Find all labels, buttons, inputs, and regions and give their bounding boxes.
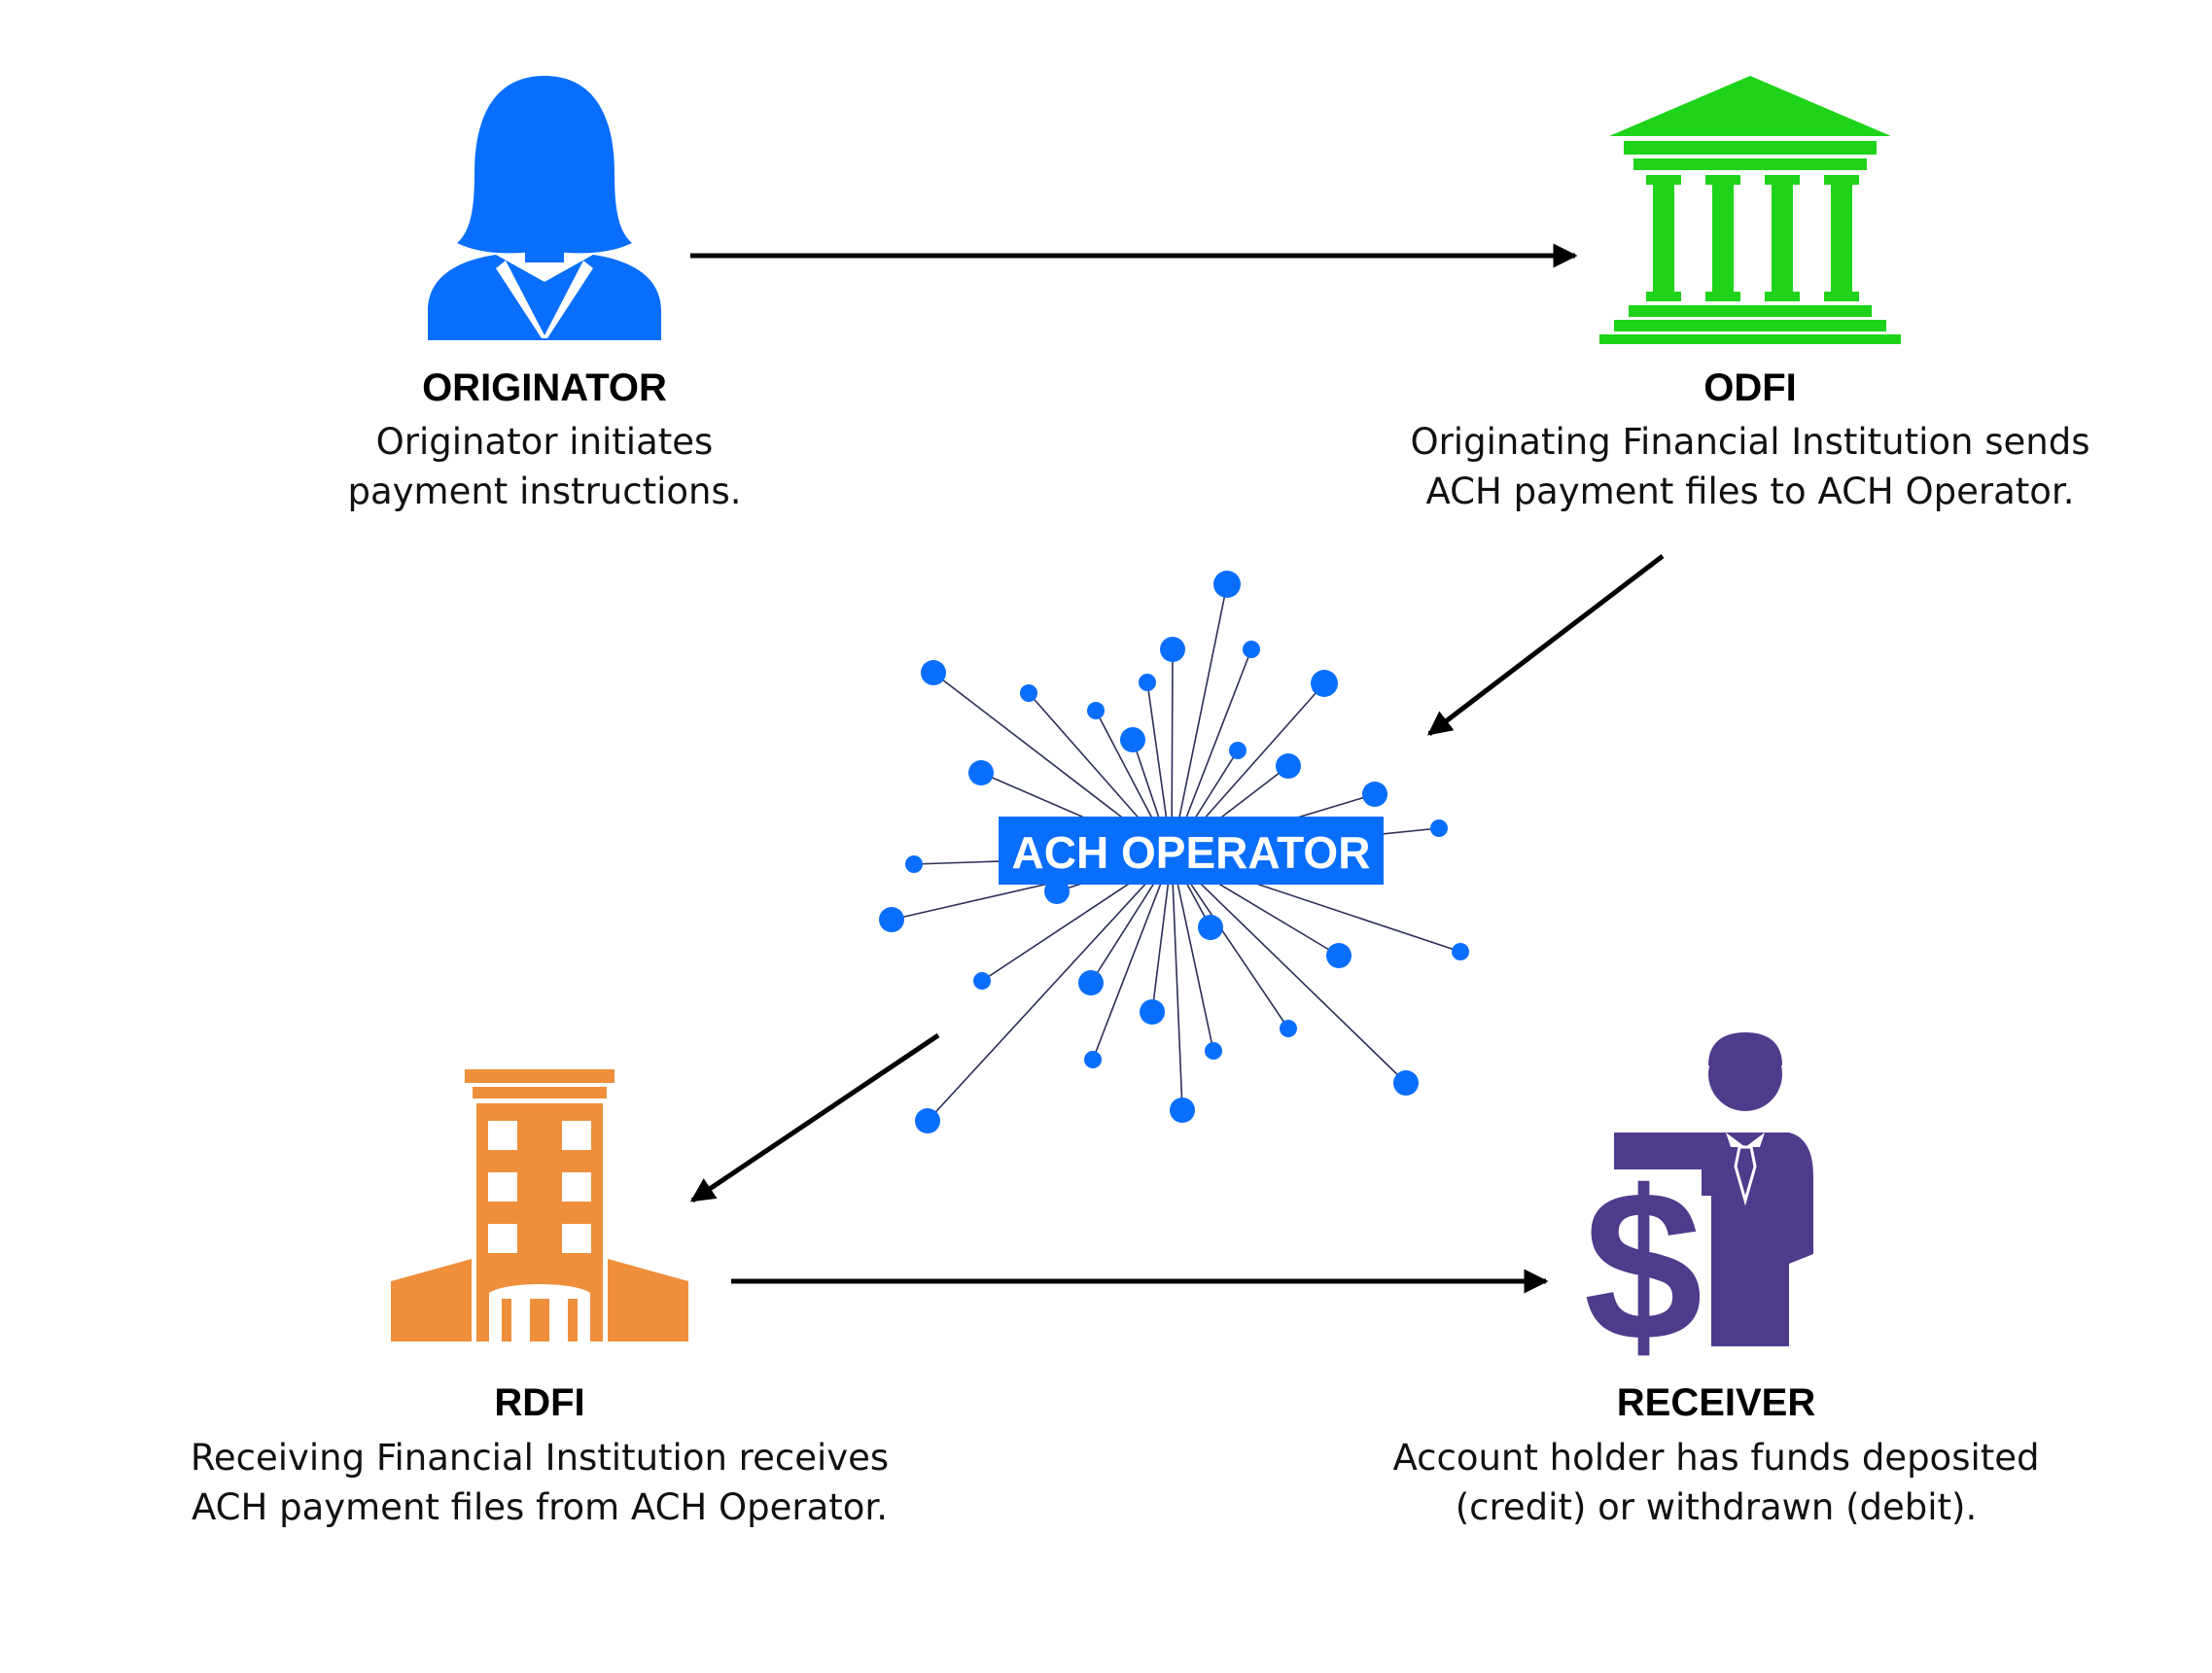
hub-node-dot	[1326, 943, 1352, 968]
hub-node-dot	[1362, 782, 1387, 807]
hub-node-dot	[905, 855, 923, 873]
hub-node-dot	[1139, 674, 1156, 691]
hub-node-dot	[1198, 915, 1223, 940]
receiver-title: RECEIVER	[1617, 1381, 1816, 1424]
odfi-desc-line2: ACH payment files to ACH Operator.	[1425, 471, 2074, 512]
hub-node-dot	[1213, 571, 1241, 598]
hub-node-dot	[1276, 753, 1301, 779]
hub-node-dot	[921, 660, 946, 685]
person-woman-icon	[428, 76, 661, 340]
hub-node-dot	[973, 972, 991, 990]
hub-node-dot	[1120, 727, 1145, 752]
operator-label: ACH OPERATOR	[1012, 827, 1371, 878]
hub-node-dot	[1280, 1020, 1297, 1037]
entrance-door-bars	[502, 1299, 578, 1342]
hub-node-dot	[1087, 702, 1105, 719]
arrow-operator-to-rdfi	[689, 1032, 940, 1203]
hub-spoke	[1092, 854, 1173, 1061]
operator-label-box	[999, 817, 1384, 885]
hub-spoke	[1171, 854, 1214, 1052]
tie-shape	[1734, 1145, 1757, 1206]
hub-node-dot	[1452, 943, 1469, 960]
receiver-node: $ RECEIVER Account holder has funds depo…	[1392, 1032, 2040, 1528]
hub-node-dot	[1311, 670, 1338, 697]
hub-spoke	[1171, 583, 1228, 856]
hub-node-dot	[915, 1108, 940, 1133]
rdfi-desc-line1: Receiving Financial Institution receives	[191, 1437, 889, 1479]
hub-node-dot	[1170, 1098, 1195, 1123]
hub-node-dot	[1078, 970, 1104, 995]
originator-node: ORIGINATOR Originator initiates payment …	[347, 76, 742, 512]
hub-node-dot	[1229, 742, 1246, 759]
odfi-title: ODFI	[1703, 366, 1797, 409]
odfi-node: ODFI Originating Financial Institution s…	[1410, 76, 2090, 512]
hub-node-dot	[1205, 1042, 1222, 1060]
hub-node-dot	[1243, 641, 1260, 658]
hub-node-dot	[1160, 637, 1185, 662]
bank-building-icon	[1599, 76, 1901, 344]
receiver-desc-line1: Account holder has funds deposited	[1392, 1437, 2039, 1479]
receiver-desc-line2: (credit) or withdrawn (debit).	[1456, 1486, 1978, 1528]
hub-node-dot	[1044, 879, 1070, 904]
hub-node-dot	[1084, 1051, 1102, 1068]
originator-title: ORIGINATOR	[422, 366, 667, 409]
originator-desc-line1: Originator initiates	[376, 421, 714, 463]
hub-spoke	[1171, 854, 1407, 1084]
hub-node-dot	[1430, 819, 1448, 837]
flow-arrows	[689, 243, 1665, 1294]
collar-shape	[496, 261, 593, 338]
hub-node-dot	[1140, 999, 1165, 1025]
rdfi-desc-line2: ACH payment files from ACH Operator.	[192, 1486, 888, 1528]
hub-spoke	[1171, 854, 1183, 1111]
operator-node: ACH OPERATOR	[879, 571, 1469, 1133]
dollar-sign-icon: $	[1584, 1146, 1703, 1385]
rdfi-node: RDFI Receiving Financial Institution rec…	[191, 1069, 889, 1528]
hub-node-dot	[968, 760, 994, 785]
rdfi-title: RDFI	[494, 1381, 584, 1424]
man-with-dollar-icon	[1614, 1032, 1813, 1346]
hub-node-dot	[1020, 684, 1037, 702]
originator-desc-line2: payment instructions.	[347, 471, 741, 512]
hub-spoke	[927, 854, 1173, 1122]
hub-node-dot	[1393, 1070, 1419, 1096]
arrow-odfi-to-operator	[1427, 554, 1665, 736]
shirt-collar	[1726, 1133, 1765, 1147]
odfi-desc-line1: Originating Financial Institution sends	[1410, 421, 2089, 463]
hub-node-dot	[879, 907, 904, 932]
